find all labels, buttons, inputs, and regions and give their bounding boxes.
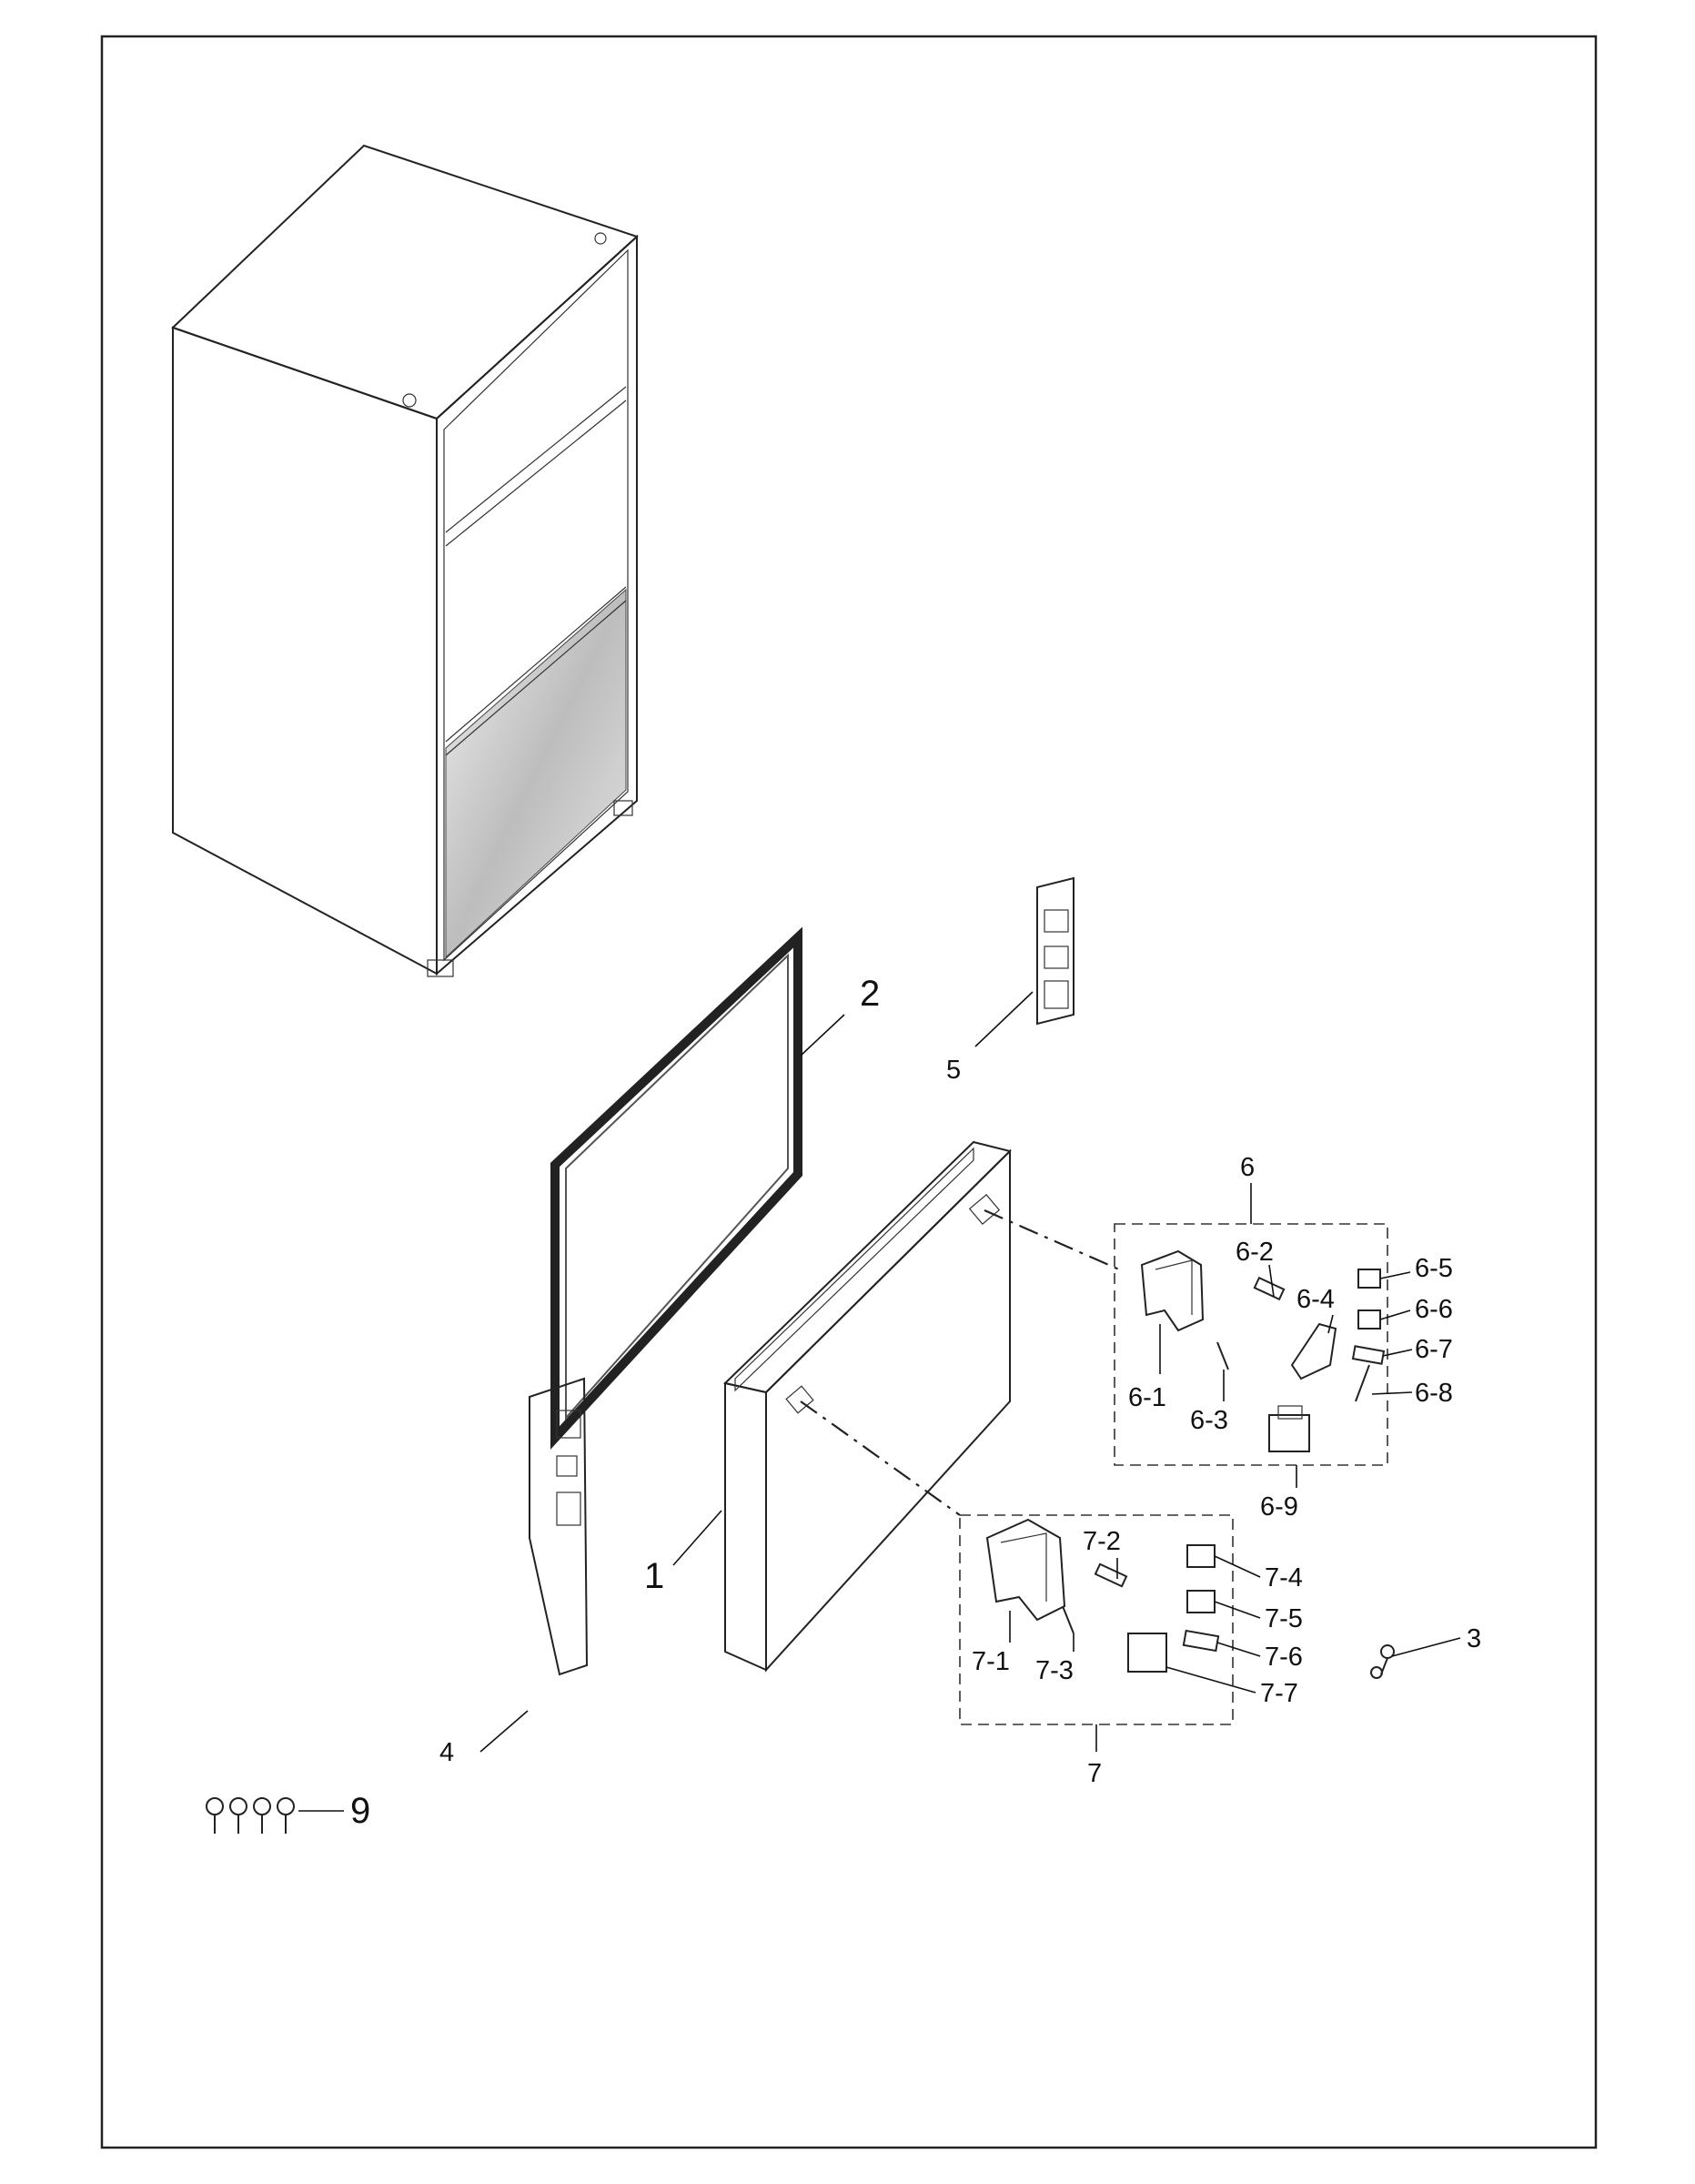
- callout-6-5: 6-5: [1415, 1254, 1453, 1283]
- callout-3: 3: [1467, 1624, 1481, 1653]
- callout-6-3: 6-3: [1190, 1406, 1228, 1435]
- lower-hinge-bracket: [529, 1377, 589, 1676]
- callout-5: 5: [946, 1056, 961, 1085]
- leader-lines: [298, 991, 1461, 1812]
- callout-7-1: 7-1: [972, 1647, 1010, 1676]
- callout-7-7: 7-7: [1260, 1679, 1298, 1708]
- callout-7-2: 7-2: [1083, 1527, 1121, 1556]
- screws-9: [206, 1797, 295, 1834]
- callout-9: 9: [350, 1791, 370, 1831]
- callout-7: 7: [1087, 1759, 1102, 1788]
- freezer-door: [722, 1140, 1012, 1673]
- callout-6-9: 6-9: [1260, 1492, 1298, 1522]
- callout-6-7: 6-7: [1415, 1335, 1453, 1364]
- hinge-6-parts: [1140, 1249, 1386, 1452]
- callout-1: 1: [644, 1556, 664, 1596]
- hinge-6-attachment-line: [984, 1208, 1120, 1271]
- callout-7-6: 7-6: [1265, 1643, 1303, 1672]
- callout-7-5: 7-5: [1265, 1604, 1303, 1633]
- hinge-7-attachment-line: [800, 1400, 961, 1516]
- screws-3: [1370, 1644, 1395, 1679]
- upper-hinge-bracket: [1036, 876, 1075, 1026]
- callout-6-8: 6-8: [1415, 1379, 1453, 1408]
- callout-7-4: 7-4: [1265, 1563, 1303, 1592]
- assembly-6-box: [1114, 1223, 1388, 1466]
- callout-4: 4: [439, 1738, 454, 1767]
- callout-6-1: 6-1: [1128, 1383, 1166, 1412]
- callout-2: 2: [860, 974, 880, 1014]
- page-frame: [100, 35, 1598, 2149]
- callout-labels: 1 2 3 4 5 6 6-1 6-2 6-3 6-4 6-5 6-6 6-7 …: [350, 974, 1481, 1831]
- door-gasket: [550, 926, 802, 1450]
- callout-7-3: 7-3: [1035, 1656, 1074, 1685]
- refrigerator-cabinet: [171, 144, 639, 977]
- callout-6: 6: [1240, 1153, 1255, 1182]
- callout-6-2: 6-2: [1236, 1238, 1274, 1267]
- callout-6-4: 6-4: [1296, 1285, 1335, 1314]
- callout-6-6: 6-6: [1415, 1295, 1453, 1324]
